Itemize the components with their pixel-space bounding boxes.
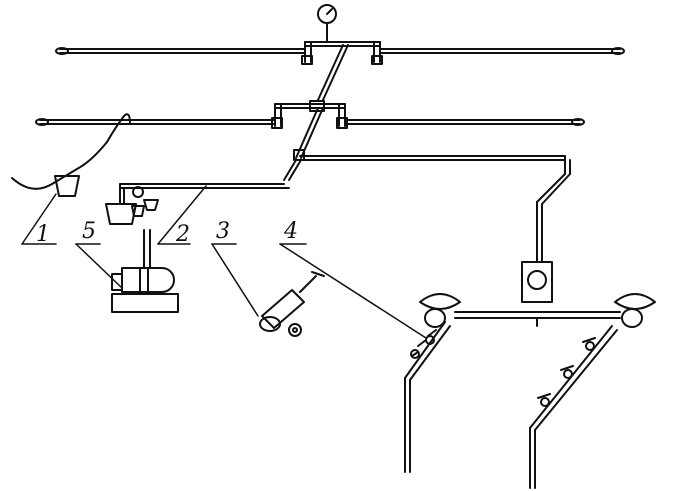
middle-pipe <box>35 100 585 129</box>
riser-pipe <box>317 44 349 101</box>
upper-pipe <box>55 23 625 65</box>
boom-sprayer <box>404 261 656 489</box>
feed-pipe <box>105 183 290 225</box>
label-4: 4 <box>283 219 298 244</box>
leader-lines <box>21 185 427 339</box>
hose-nozzle <box>11 115 125 197</box>
boom-supply-pipe <box>299 155 571 263</box>
pressure-gauge-icon <box>317 4 337 24</box>
label-1: 1 <box>36 222 50 247</box>
label-5: 5 <box>82 219 96 244</box>
label-2: 2 <box>175 222 190 247</box>
handheld-sprayer <box>259 271 325 337</box>
feed-down-pipe <box>283 107 324 181</box>
motor-pump <box>111 229 179 313</box>
label-3: 3 <box>216 219 230 244</box>
